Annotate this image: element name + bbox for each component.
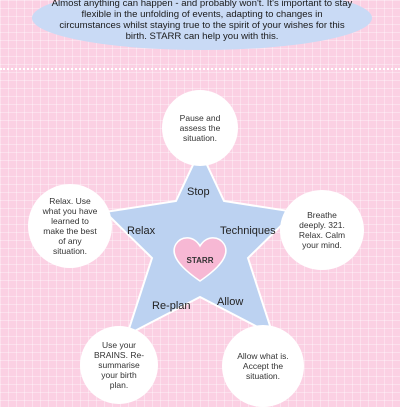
relax-label: Relax (127, 225, 156, 237)
replan-description-bubble: Use your BRAINS. Re-summarise your birth… (80, 326, 158, 404)
techniques-description: Breathe deeply. 321. Relax. Calm your mi… (298, 210, 346, 250)
heart-icon (173, 237, 227, 282)
replan-label: Re-plan (152, 300, 191, 312)
allow-description-bubble: Allow what is. Accept the situation. (222, 325, 304, 407)
stop-description: Pause and assess the situation. (179, 113, 221, 143)
stop-description-bubble: Pause and assess the situation. (162, 90, 238, 166)
intro-bubble: Almost anything can happen - and probabl… (32, 0, 372, 50)
star-polygon (102, 147, 298, 338)
relax-description-bubble: Relax. Use what you have learned to make… (28, 184, 112, 268)
relax-description: Relax. Use what you have learned to make… (42, 196, 98, 256)
intro-text: Almost anything can happen - and probabl… (51, 0, 353, 42)
techniques-label: Techniques (220, 225, 276, 237)
allow-description: Allow what is. Accept the situation. (237, 351, 289, 381)
dotted-divider (0, 68, 400, 70)
stop-label: Stop (187, 186, 210, 198)
center-label: STARR (186, 256, 214, 265)
techniques-description-bubble: Breathe deeply. 321. Relax. Calm your mi… (280, 190, 364, 270)
replan-description: Use your BRAINS. Re-summarise your birth… (93, 340, 145, 390)
allow-label: Allow (217, 296, 244, 308)
